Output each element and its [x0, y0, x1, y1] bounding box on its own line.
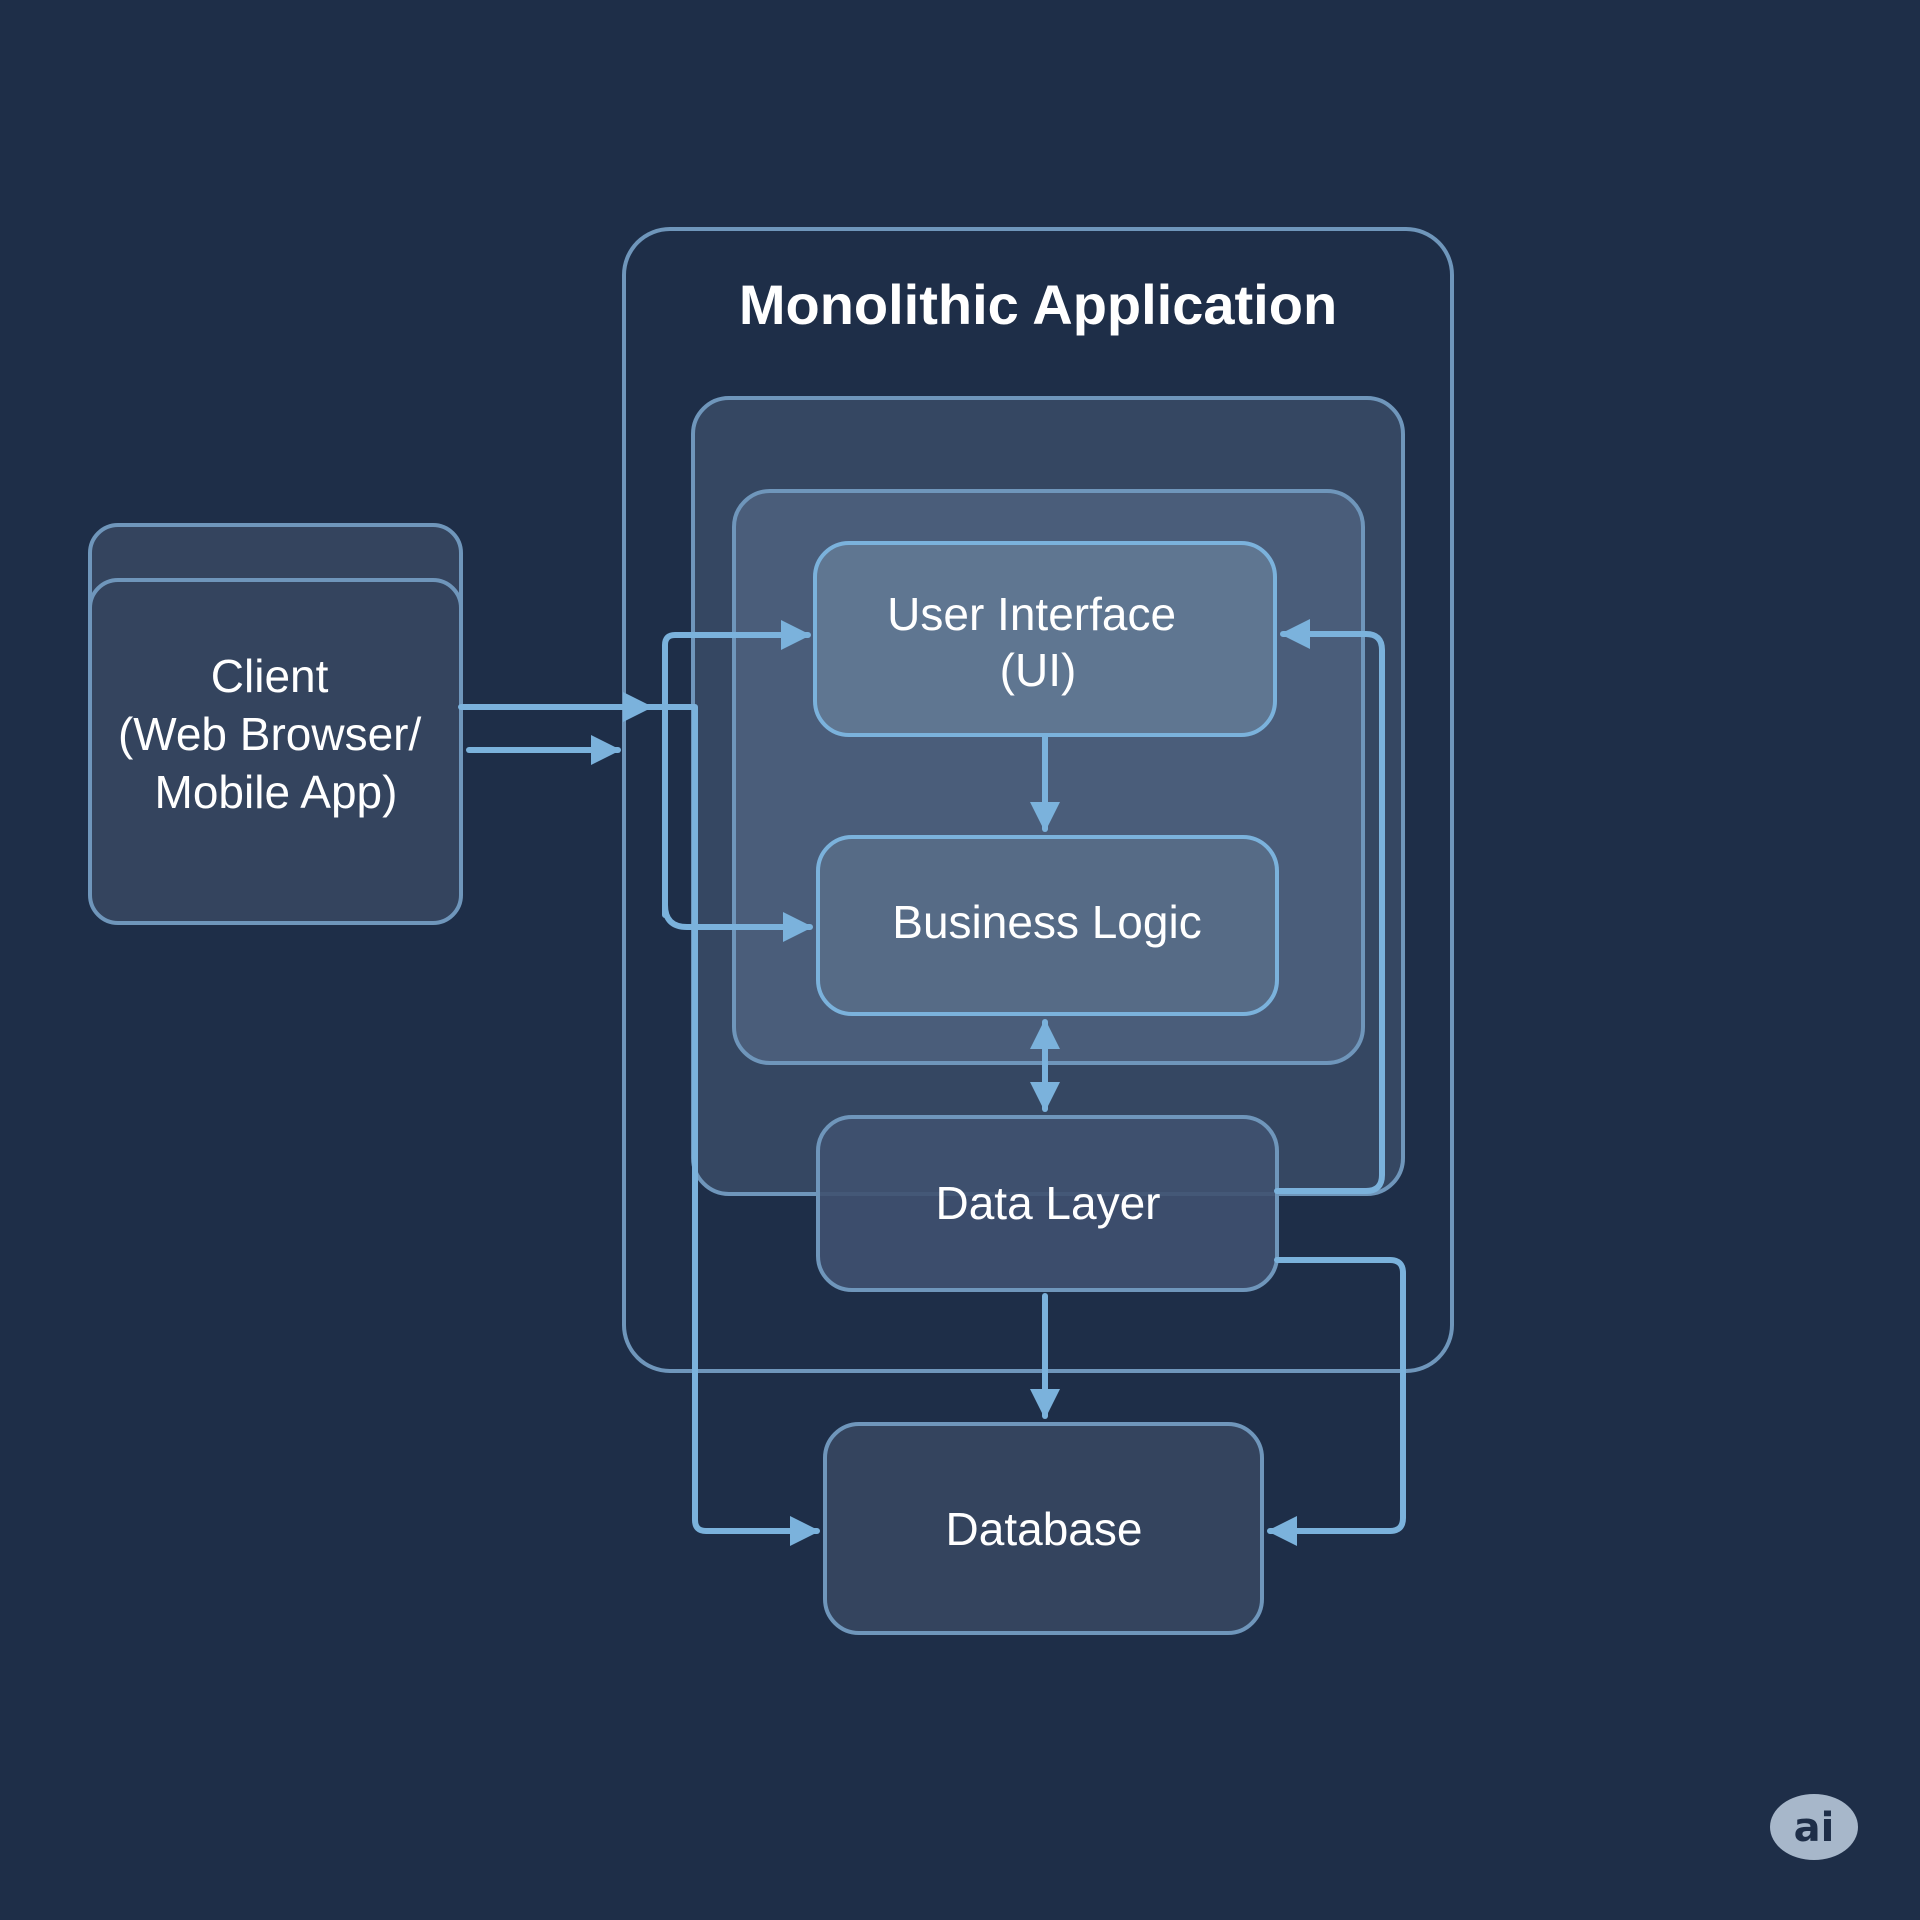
monolithic-application[interactable]: Monolithic Application — [622, 227, 1454, 1373]
monolithic-application-frame — [622, 227, 1454, 1373]
ai-badge-label: ai — [1794, 1805, 1835, 1851]
client-label-line-2: (Web Browser/ — [118, 708, 422, 760]
edges — [458, 619, 1406, 1546]
edge-data-layer-to-database-right — [1267, 1257, 1406, 1546]
client-label-line-1: Client — [211, 650, 329, 702]
edge-client-to-ui — [662, 620, 811, 918]
data-layer-node[interactable]: Data Layer — [816, 1115, 1279, 1292]
edge-client-to-business-logic — [662, 902, 813, 942]
client-node[interactable]: Client (Web Browser/ Mobile App) — [88, 523, 463, 925]
business-logic-node[interactable]: Business Logic — [816, 835, 1279, 1016]
ui-label-line-2: (UI) — [1000, 644, 1077, 696]
ui-node[interactable]: User Interface (UI) — [813, 541, 1277, 737]
edge-data-layer-to-ui — [1274, 619, 1385, 1194]
ai-badge: ai — [1770, 1794, 1858, 1860]
business-logic-box — [816, 835, 1279, 1016]
client-label: Client (Web Browser/ Mobile App) — [118, 650, 434, 818]
data-layer-box — [816, 1115, 1279, 1292]
client-front-card — [88, 578, 463, 925]
database-node[interactable]: Database — [823, 1422, 1264, 1635]
ui-label-line-1: User Interface — [887, 588, 1176, 640]
business-logic-label: Business Logic — [892, 896, 1201, 948]
database-label: Database — [946, 1503, 1143, 1555]
ui-label: User Interface (UI) — [887, 588, 1189, 696]
edge-client-to-database — [637, 704, 820, 1546]
data-layer-label: Data Layer — [935, 1177, 1160, 1229]
monolithic-application-title: Monolithic Application — [739, 273, 1337, 336]
client-label-line-3: Mobile App) — [155, 766, 398, 818]
database-box — [823, 1422, 1264, 1635]
ai-badge-background — [1770, 1794, 1858, 1860]
